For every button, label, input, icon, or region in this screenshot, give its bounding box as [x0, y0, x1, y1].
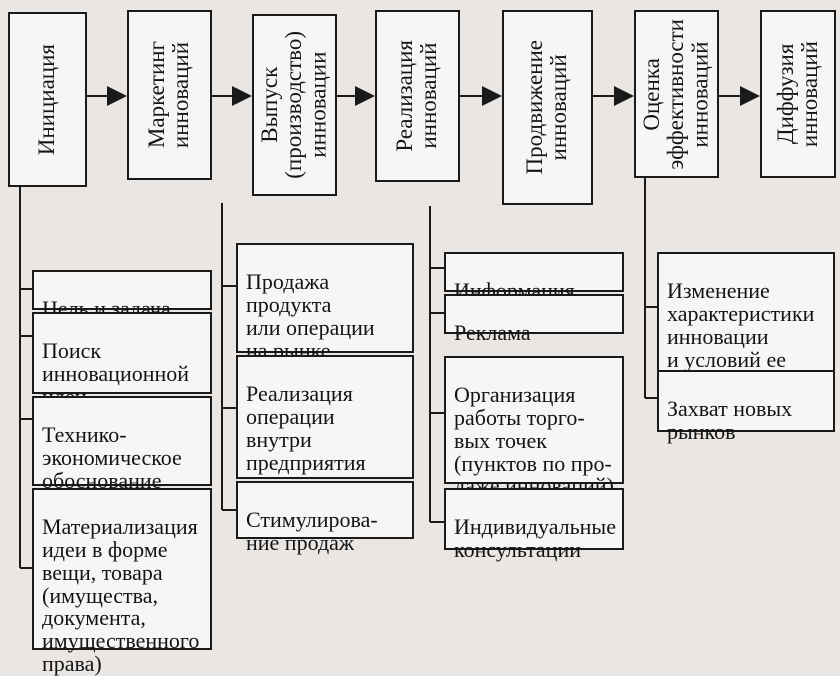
evaluation-markets-text: Захват новых рынков	[667, 395, 793, 444]
promotion-consulting-box: Индивидуальные консультации	[444, 488, 624, 561]
initiation-materialization-box: Материализация идеи в форме вещи, товара…	[32, 488, 212, 675]
stage-diffusion: Диффузия инноваций	[760, 10, 836, 178]
stage-initiation: Инициация	[8, 12, 87, 187]
initiation-idea-search-box: Поиск инновационной идеи	[32, 312, 212, 408]
stage-diffusion-label: Диффузия инноваций	[772, 40, 822, 148]
initiation-materialization-text: Материализация идеи в форме вещи, товара…	[42, 513, 200, 676]
stage-evaluation: Оценка эффективности инноваций	[634, 10, 719, 178]
stage-marketing: Маркетинг инноваций	[127, 10, 212, 180]
stage-production: Выпуск (производство) инновации	[252, 14, 337, 196]
stage-promotion: Продвижение инноваций	[502, 10, 593, 205]
production-stimulation-box: Стимулирова- ние продаж	[236, 481, 414, 554]
stage-promotion-label: Продвижение инноваций	[522, 40, 572, 175]
promotion-information-box: Информация	[444, 252, 624, 302]
evaluation-change-box: Изменение характеристики инновации и усл…	[657, 252, 835, 393]
stage-realization-label: Реализация инноваций	[392, 40, 442, 152]
stage-evaluation-label: Оценка эффективности инноваций	[639, 18, 713, 170]
promotion-advertising-box: Реклама	[444, 294, 624, 344]
production-sales-box: Продажа продукта или операции на рынке	[236, 243, 414, 361]
promotion-outlets-box: Организация работы торго- вых точек (пун…	[444, 356, 624, 497]
production-internal-box: Реализация операции внутри предприятия	[236, 355, 414, 479]
initiation-feasibility-text: Технико- экономическое обоснование	[42, 421, 182, 493]
stage-production-label: Выпуск (производство) инновации	[257, 31, 331, 179]
stage-marketing-label: Маркетинг инноваций	[144, 41, 194, 149]
stage-initiation-label: Инициация	[34, 43, 60, 156]
stage-realization: Реализация инноваций	[375, 10, 460, 182]
production-internal-text: Реализация операции внутри предприятия	[246, 380, 366, 475]
evaluation-markets-box: Захват новых рынков	[657, 370, 835, 443]
production-sales-text: Продажа продукта или операции на рынке	[246, 268, 375, 363]
production-stimulation-text: Стимулирова- ние продаж	[246, 506, 378, 555]
initiation-feasibility-box: Технико- экономическое обоснование	[32, 396, 212, 492]
initiation-goal-box: Цель и задача	[32, 270, 212, 320]
promotion-outlets-text: Организация работы торго- вых точек (пун…	[454, 381, 614, 499]
promotion-consulting-text: Индивидуальные консультации	[454, 513, 616, 562]
promotion-advertising-text: Реклама	[454, 319, 531, 345]
